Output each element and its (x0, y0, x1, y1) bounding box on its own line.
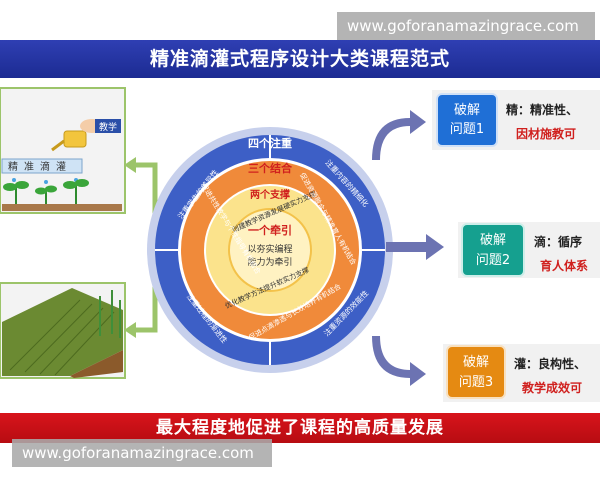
ring-focus-title: 四个注重 (248, 136, 292, 150)
pipe-label-4: 灌 (56, 161, 66, 173)
arrow-to-problem-2 (426, 234, 444, 260)
center-text-line-1: 以夯实编程 (247, 243, 292, 255)
problem-1-text-line-1: 精：精准性、 (506, 102, 578, 117)
arrow-to-problem-3 (372, 336, 426, 386)
problem-2-text-line-1: 滴：循序 (534, 234, 582, 249)
crop-field (2, 288, 123, 376)
plant-root-icon (99, 290, 121, 338)
page-title: 精准滴灌式程序设计大类课程范式 (0, 40, 600, 78)
seedling-icon (35, 185, 57, 205)
seedling-icon (63, 179, 89, 205)
problem-button-2 (461, 223, 525, 277)
connector-arrow-icon (124, 322, 136, 338)
problem-button-3 (446, 345, 506, 399)
problem-button-2-line-2: 问题2 (476, 253, 510, 268)
watermark-top: www.goforanamazingrace.com (337, 12, 595, 40)
framework-circle: 四个注重 三个结合 两个支撑 一个牵引 以夯实编程 能力为牵引 创建教学资源发展… (147, 127, 393, 373)
problem-1-text-line-2: 因材施教可 (516, 126, 576, 141)
water-drop-icon (44, 180, 48, 184)
soil-section (70, 350, 123, 378)
water-drop-icon (12, 178, 16, 182)
teacher-tag (95, 119, 121, 133)
problem-card-3: 破解 问题3 灌：良构性、 教学成效可 (443, 344, 600, 402)
problem-3-text-line-2: 教学成效可 (521, 380, 582, 395)
soil-strip (2, 204, 122, 211)
ring-support-title: 两个支撑 (250, 188, 290, 201)
problem-button-1 (436, 93, 498, 147)
problem-3-text-line-1: 灌：良构性、 (513, 356, 586, 371)
pipe-label-3: 滴 (40, 160, 50, 173)
seedling-illustration-frame (0, 87, 126, 214)
watermark-bottom: www.goforanamazingrace.com (12, 439, 272, 467)
crop-rows (9, 299, 115, 376)
center-title: 一个牵引 (248, 223, 292, 237)
ring-separators (155, 135, 385, 365)
ring-combine-title: 三个结合 (248, 161, 293, 175)
problem-button-1-line-2: 问题1 (450, 122, 484, 137)
seedling-icon (3, 181, 29, 205)
center-text-line-2: 能力为牵引 (247, 256, 292, 268)
footer-banner: 最大程度地促进了课程的高质量发展 (0, 413, 600, 443)
problem-button-1-line-1: 破解 (454, 103, 480, 118)
center-core (228, 208, 312, 292)
problem-card-1: 破解 问题1 精：精准性、 因材施教可 (432, 90, 600, 150)
problem-card-2: 破解 问题2 滴：循序 育人体系 (458, 222, 600, 278)
problem-button-2-line-1: 破解 (480, 233, 506, 248)
pipe-label-2: 准 (24, 161, 34, 173)
arrow-to-problem-1 (372, 110, 426, 160)
connector-arrow-icon (124, 157, 136, 173)
problem-button-3-line-1: 破解 (463, 355, 489, 370)
right-arrows (372, 110, 444, 386)
left-panel: 精 准 滴 灌 教学 (0, 87, 126, 379)
problem-2-text-line-2: 育人体系 (540, 258, 588, 273)
arrow-shaft-2 (386, 242, 426, 252)
pipe-label-1: 精 (8, 160, 18, 173)
problem-button-3-line-2: 问题3 (459, 375, 493, 390)
irrigation-pipe (1, 158, 83, 174)
teacher-tag-label: 教学 (99, 121, 117, 133)
